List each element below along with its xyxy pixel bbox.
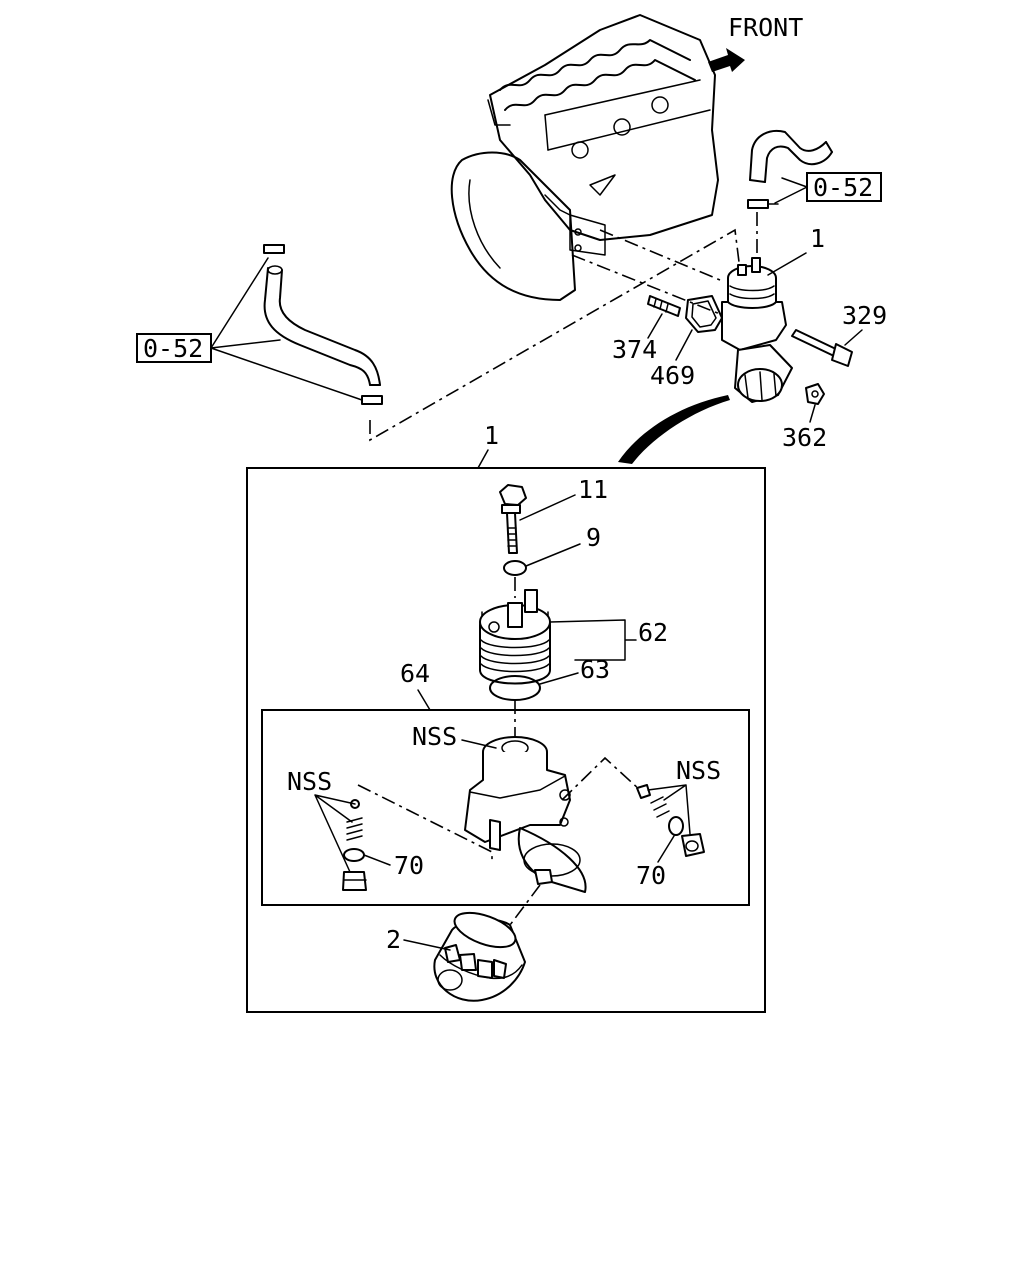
oil-hose-left	[263, 244, 383, 405]
callout-filter-2: 2	[386, 925, 401, 954]
gasket-469	[685, 295, 723, 333]
oil-filter-2	[433, 911, 526, 1002]
callout-gasket-469: 469	[650, 361, 695, 390]
ref-label-upper-left: 0-52	[143, 334, 203, 363]
callout-nut-362: 362	[782, 423, 827, 452]
oil-hose-right	[747, 130, 833, 209]
callout-oil-cooler-assy-top: 1	[810, 224, 825, 253]
callout-housing-64: 64	[400, 659, 430, 688]
front-label: FRONT	[728, 13, 803, 42]
assembly-centerlines-upper	[369, 212, 758, 442]
callout-o-ring-9: 9	[586, 523, 601, 552]
cooler-housing	[464, 736, 587, 893]
callout-stud-374: 374	[612, 335, 657, 364]
callout-nss-left: NSS	[287, 767, 332, 796]
detail-curve-arrow	[618, 395, 730, 464]
nut-362	[805, 383, 825, 405]
ref-box-upper-left: 0-52	[136, 257, 363, 401]
stud-374	[647, 295, 681, 317]
callout-o-ring-63: 63	[580, 655, 610, 684]
detail-box-outer	[246, 467, 766, 1013]
cooler-element-62	[479, 589, 551, 685]
housing-box-64	[261, 709, 750, 906]
callout-oil-cooler-assy-box: 1	[484, 421, 499, 450]
callout-nss-right: NSS	[676, 756, 721, 785]
bolt-11	[499, 484, 527, 554]
front-direction-indicator: FRONT	[708, 13, 803, 72]
engine-block	[450, 14, 719, 301]
relief-valve-right	[636, 784, 705, 857]
front-arrow-icon	[708, 48, 745, 72]
bolt-329	[791, 329, 853, 367]
callout-bolt-11: 11	[578, 475, 608, 504]
oil-cooler-mounted	[721, 257, 793, 403]
callout-o-ring-70-left: 70	[394, 851, 424, 880]
ref-box-upper-right: 0-52	[774, 172, 882, 204]
callout-nss-center: NSS	[412, 722, 457, 751]
callout-o-ring-70-right: 70	[636, 861, 666, 890]
ref-label-upper-right: 0-52	[813, 173, 873, 202]
callout-bolt-329: 329	[842, 301, 887, 330]
relief-valve-left	[342, 799, 367, 891]
callout-element-62: 62	[638, 618, 668, 647]
o-ring-9	[503, 560, 527, 576]
